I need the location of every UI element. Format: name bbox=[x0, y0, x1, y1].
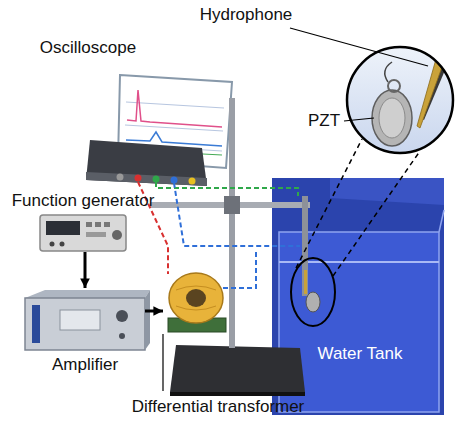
lab-stand bbox=[150, 98, 310, 396]
leader-lines bbox=[163, 28, 428, 391]
signal-arrow bbox=[145, 310, 163, 313]
equipment-label: Water Tank bbox=[317, 344, 402, 364]
function-generator-node: Function generator bbox=[8, 190, 158, 252]
function-generator-device bbox=[40, 215, 126, 251]
part-label: PZT bbox=[308, 111, 340, 131]
signal-wires bbox=[138, 182, 300, 288]
amplifier-device bbox=[25, 290, 150, 350]
equipment-label: Differential transformer bbox=[132, 397, 305, 417]
equipment-label: Amplifier bbox=[52, 355, 118, 375]
differential-transformer-device bbox=[168, 273, 226, 332]
equipment-label: Function generator bbox=[12, 191, 155, 211]
amplifier-node: Amplifier bbox=[25, 288, 145, 378]
oscilloscope-device bbox=[86, 140, 207, 186]
water-tank: Water Tank bbox=[272, 178, 444, 415]
transformer-node: Differential transformer bbox=[163, 268, 229, 334]
oscilloscope-node: Oscilloscope bbox=[30, 36, 236, 192]
part-label: Hydrophone bbox=[200, 5, 293, 25]
zoom-callout bbox=[291, 40, 456, 326]
signal-arrow bbox=[84, 252, 87, 288]
equipment-label: Oscilloscope bbox=[40, 38, 136, 58]
